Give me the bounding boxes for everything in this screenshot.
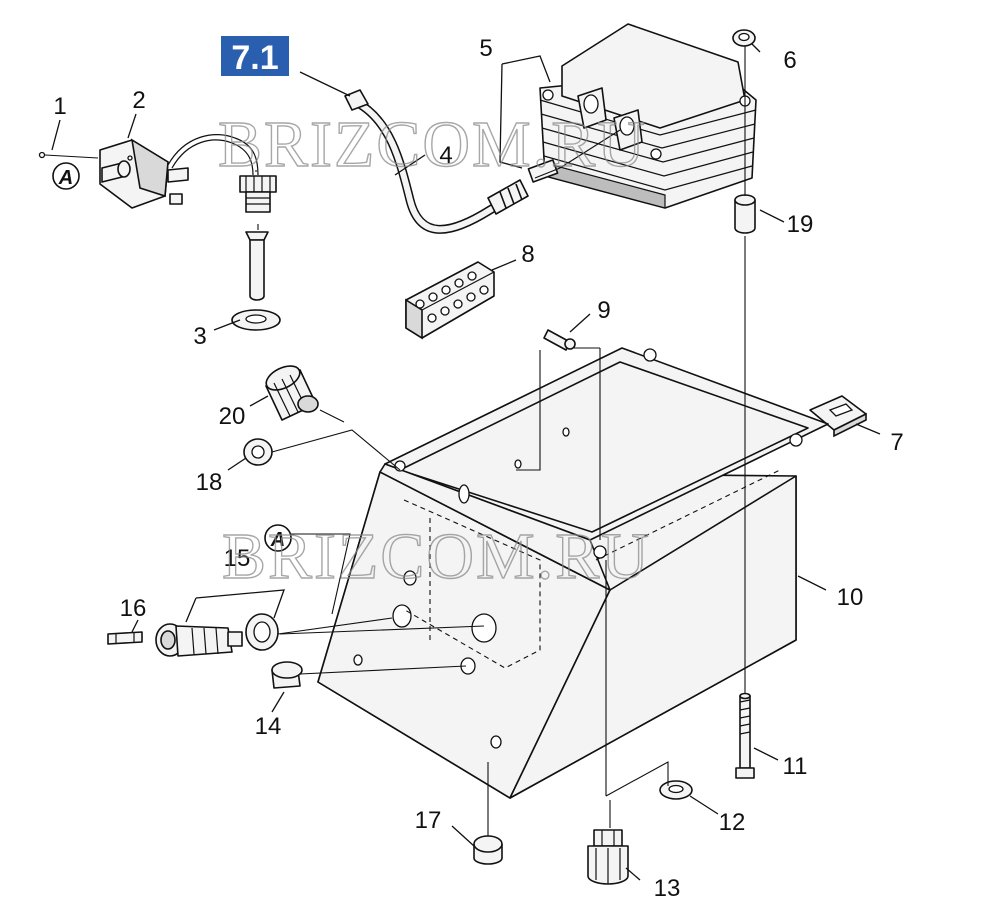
base-housing (317, 347, 829, 799)
terminal-block (405, 261, 495, 340)
callout-14: 14 (255, 713, 282, 740)
callout-6: 6 (783, 47, 796, 74)
callout-4: 4 (439, 142, 452, 169)
callout-16: 16 (120, 595, 147, 622)
callout-2: 2 (132, 87, 145, 114)
assembly-lines (255, 46, 746, 836)
callout-3: 3 (193, 323, 206, 350)
detail-marker-a-label: A (58, 167, 73, 189)
leader-lines (51, 43, 881, 881)
foot-17 (473, 835, 503, 865)
probe-holder (231, 175, 281, 331)
terminal-screws (415, 271, 489, 323)
nut-6 (732, 29, 756, 47)
section-badge-bg (221, 36, 289, 76)
detail-marker-a-lower: A (264, 524, 292, 552)
screw-9 (543, 329, 576, 351)
callout-12: 12 (719, 809, 746, 836)
fuse-16 (107, 631, 143, 645)
watermark-bottom: BRIZCOM.RU (222, 520, 651, 593)
callout-7: 7 (890, 429, 903, 456)
callout-1: 1 (53, 93, 66, 120)
callout-labels: 1 2 3 4 5 6 7 8 9 10 11 12 13 14 15 16 1… (53, 35, 903, 902)
callout-20: 20 (219, 403, 246, 430)
cable-gland-20 (265, 365, 319, 421)
callout-5: 5 (479, 35, 492, 62)
callout-9: 9 (597, 297, 610, 324)
detail-marker-a: A (52, 162, 80, 190)
callout-11: 11 (783, 753, 808, 780)
section-badge: 7.1 (221, 36, 289, 77)
watermark-top: BRIZCOM.RU (218, 108, 647, 181)
callout-18: 18 (196, 469, 223, 496)
gland-nut-13 (587, 829, 629, 885)
clip-7 (809, 395, 867, 438)
section-badge-label: 7.1 (231, 39, 278, 77)
callout-13: 13 (654, 875, 681, 902)
washer-12 (659, 780, 693, 800)
callout-17: 17 (415, 807, 442, 834)
spacer-sleeve-19 (734, 194, 756, 234)
bolt-11 (735, 692, 755, 779)
washer-18 (243, 438, 273, 466)
ignition-cable (344, 89, 529, 234)
ignition-transformer (527, 23, 757, 209)
photocell-sensor (38, 134, 259, 209)
callout-8: 8 (521, 241, 534, 268)
fuse-holder-15 (155, 613, 279, 657)
plug-14 (271, 661, 303, 689)
detail-marker-a-lower-label: A (270, 529, 285, 551)
callout-19: 19 (787, 211, 814, 238)
callout-10: 10 (837, 584, 864, 611)
callout-15: 15 (224, 545, 251, 572)
